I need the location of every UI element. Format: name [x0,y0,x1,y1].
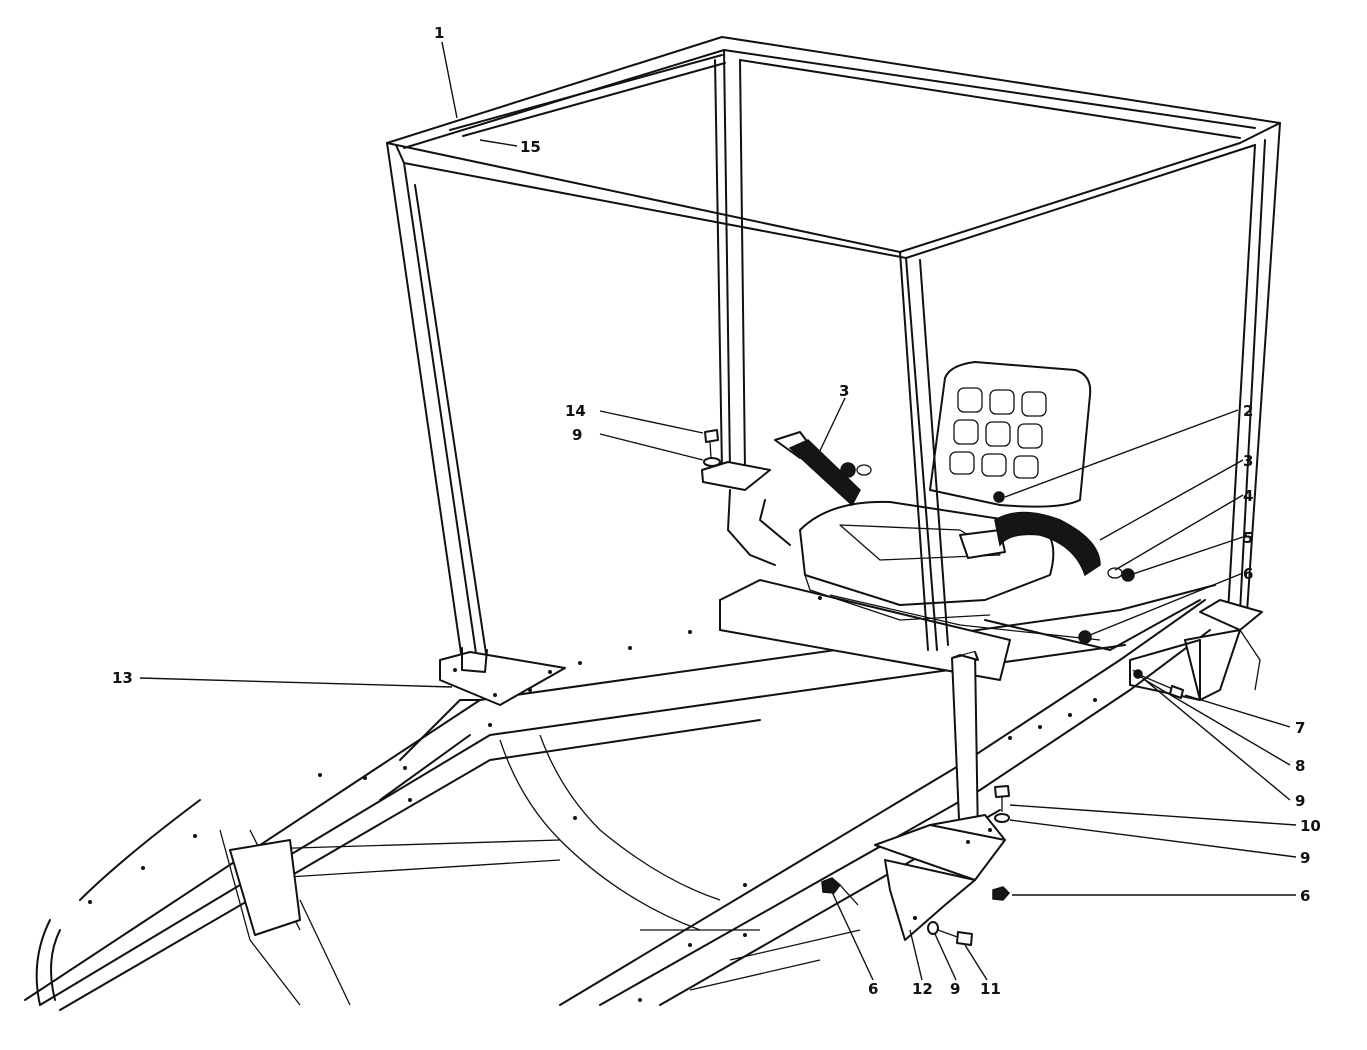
callout-4: 4 [1243,487,1253,505]
callout-11: 11 [980,980,1001,998]
foot-plate-left [439,647,566,706]
seat [799,361,1101,641]
callout-10: 10 [1300,817,1321,835]
callout-2: 2 [1243,402,1253,420]
callout-9: 9 [1300,849,1310,867]
callout-6: 6 [1300,887,1310,905]
callout-14: 14 [565,402,586,420]
chassis-frame [24,579,1216,1011]
callout-12: 12 [912,980,933,998]
callout-3: 3 [839,382,849,400]
callout-13: 13 [112,669,133,687]
leader-lines [139,41,1297,981]
callout-1: 1 [434,24,444,42]
front-right-post-bracket [874,651,1006,941]
callout-9: 9 [572,426,582,444]
callout-9: 9 [1295,792,1305,810]
callout-6: 6 [1243,565,1253,583]
callout-9: 9 [950,980,960,998]
callout-15: 15 [520,138,541,156]
seat-belt-right [959,491,1135,582]
callout-3: 3 [1243,452,1253,470]
callout-5: 5 [1243,529,1253,547]
foot-plate-rear-right [1129,599,1263,701]
seat-belt-left [774,431,872,507]
callout-6: 6 [868,980,878,998]
canopy-frame [386,36,1281,661]
callout-8: 8 [1295,757,1305,775]
callout-labels: 1 15 14 9 3 2 3 4 5 6 13 7 8 9 10 9 6 6 … [112,24,1321,998]
foot-plate-rear-left [701,461,791,566]
callout-7: 7 [1295,719,1305,737]
